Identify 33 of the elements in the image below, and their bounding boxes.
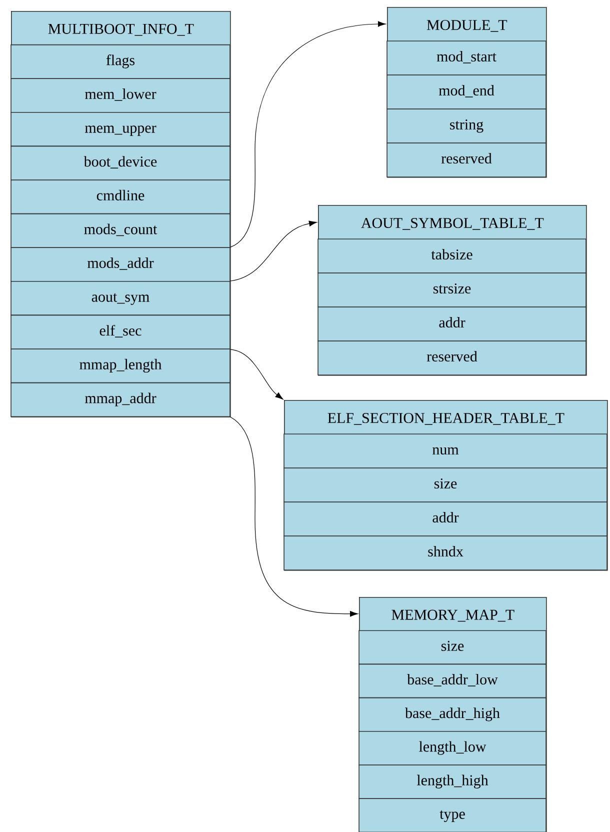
field-row: base_addr_low: [358, 664, 546, 698]
field-row: addr: [318, 306, 586, 342]
field-row: cmdline: [10, 180, 230, 214]
field-row: addr: [284, 502, 608, 536]
field-row: size: [284, 468, 608, 502]
field-row: base_addr_high: [358, 697, 546, 732]
field-row: mem_lower: [10, 78, 230, 113]
arrow: [230, 220, 317, 282]
field-row: elf_sec: [10, 314, 230, 350]
field-row: aout_sym: [10, 281, 230, 316]
field-row: mods_count: [10, 213, 230, 248]
field-row: strsize: [318, 272, 586, 308]
field-row: flags: [10, 44, 230, 79]
field-row: size: [358, 630, 546, 665]
field-row: reserved: [318, 340, 586, 376]
field-row: mem_upper: [10, 112, 230, 147]
field-row: string: [386, 108, 546, 144]
field-row: length_low: [358, 731, 546, 766]
field-row: num: [284, 434, 608, 468]
field-row: mmap_length: [10, 348, 230, 384]
field-row: type: [358, 798, 546, 832]
field-row: mod_end: [386, 74, 546, 110]
field-row: mod_start: [386, 40, 546, 76]
arrow: [230, 416, 358, 617]
field-row: reserved: [386, 142, 546, 178]
field-row: boot_device: [10, 146, 230, 180]
field-row: mmap_addr: [10, 382, 230, 417]
arrow: [230, 21, 386, 248]
arrow: [230, 349, 284, 400]
field-row: length_high: [358, 764, 546, 799]
field-row: mods_addr: [10, 247, 230, 282]
field-row: tabsize: [318, 238, 586, 274]
field-row: shndx: [284, 536, 608, 570]
